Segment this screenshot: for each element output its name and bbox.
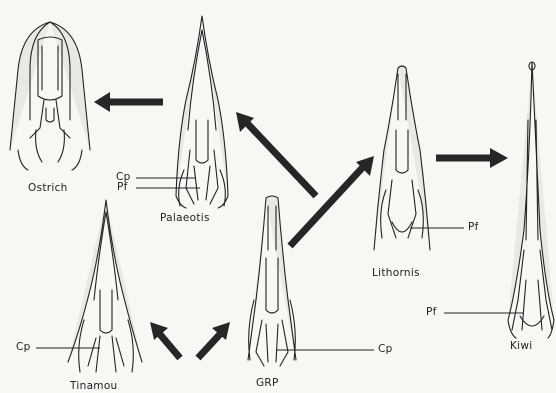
arrow-to-grp (198, 322, 230, 358)
ostrich-skull (10, 22, 90, 170)
grp-cp-label: Cp (378, 343, 393, 355)
ostrich-label: Ostrich (28, 182, 68, 194)
tinamou-label: Tinamou (70, 380, 118, 392)
lithornis-pf-label: Pf (468, 221, 479, 233)
arrow-lithornis-to-kiwi (436, 148, 508, 168)
tinamou-cp-label: Cp (16, 341, 31, 353)
arrow-to-tinamou (150, 322, 180, 358)
tinamou-skull (68, 200, 142, 372)
kiwi-pf-label: Pf (426, 306, 437, 318)
lithornis-skull (374, 66, 430, 250)
grp-skull (248, 196, 296, 366)
kiwi-skull (508, 62, 554, 338)
arrow-palaeotis-to-ostrich (94, 92, 163, 112)
arrow-center-to-lithornis (290, 156, 374, 246)
palaeotis-label: Palaeotis (160, 212, 210, 224)
grp-label: GRP (256, 377, 279, 389)
palaeotis-skull (176, 16, 228, 208)
lithornis-label: Lithornis (372, 267, 420, 279)
arrow-center-to-palaeotis (236, 112, 316, 196)
palaeotis-pf-label: Pf (117, 181, 128, 193)
kiwi-label: Kiwi (510, 340, 533, 352)
